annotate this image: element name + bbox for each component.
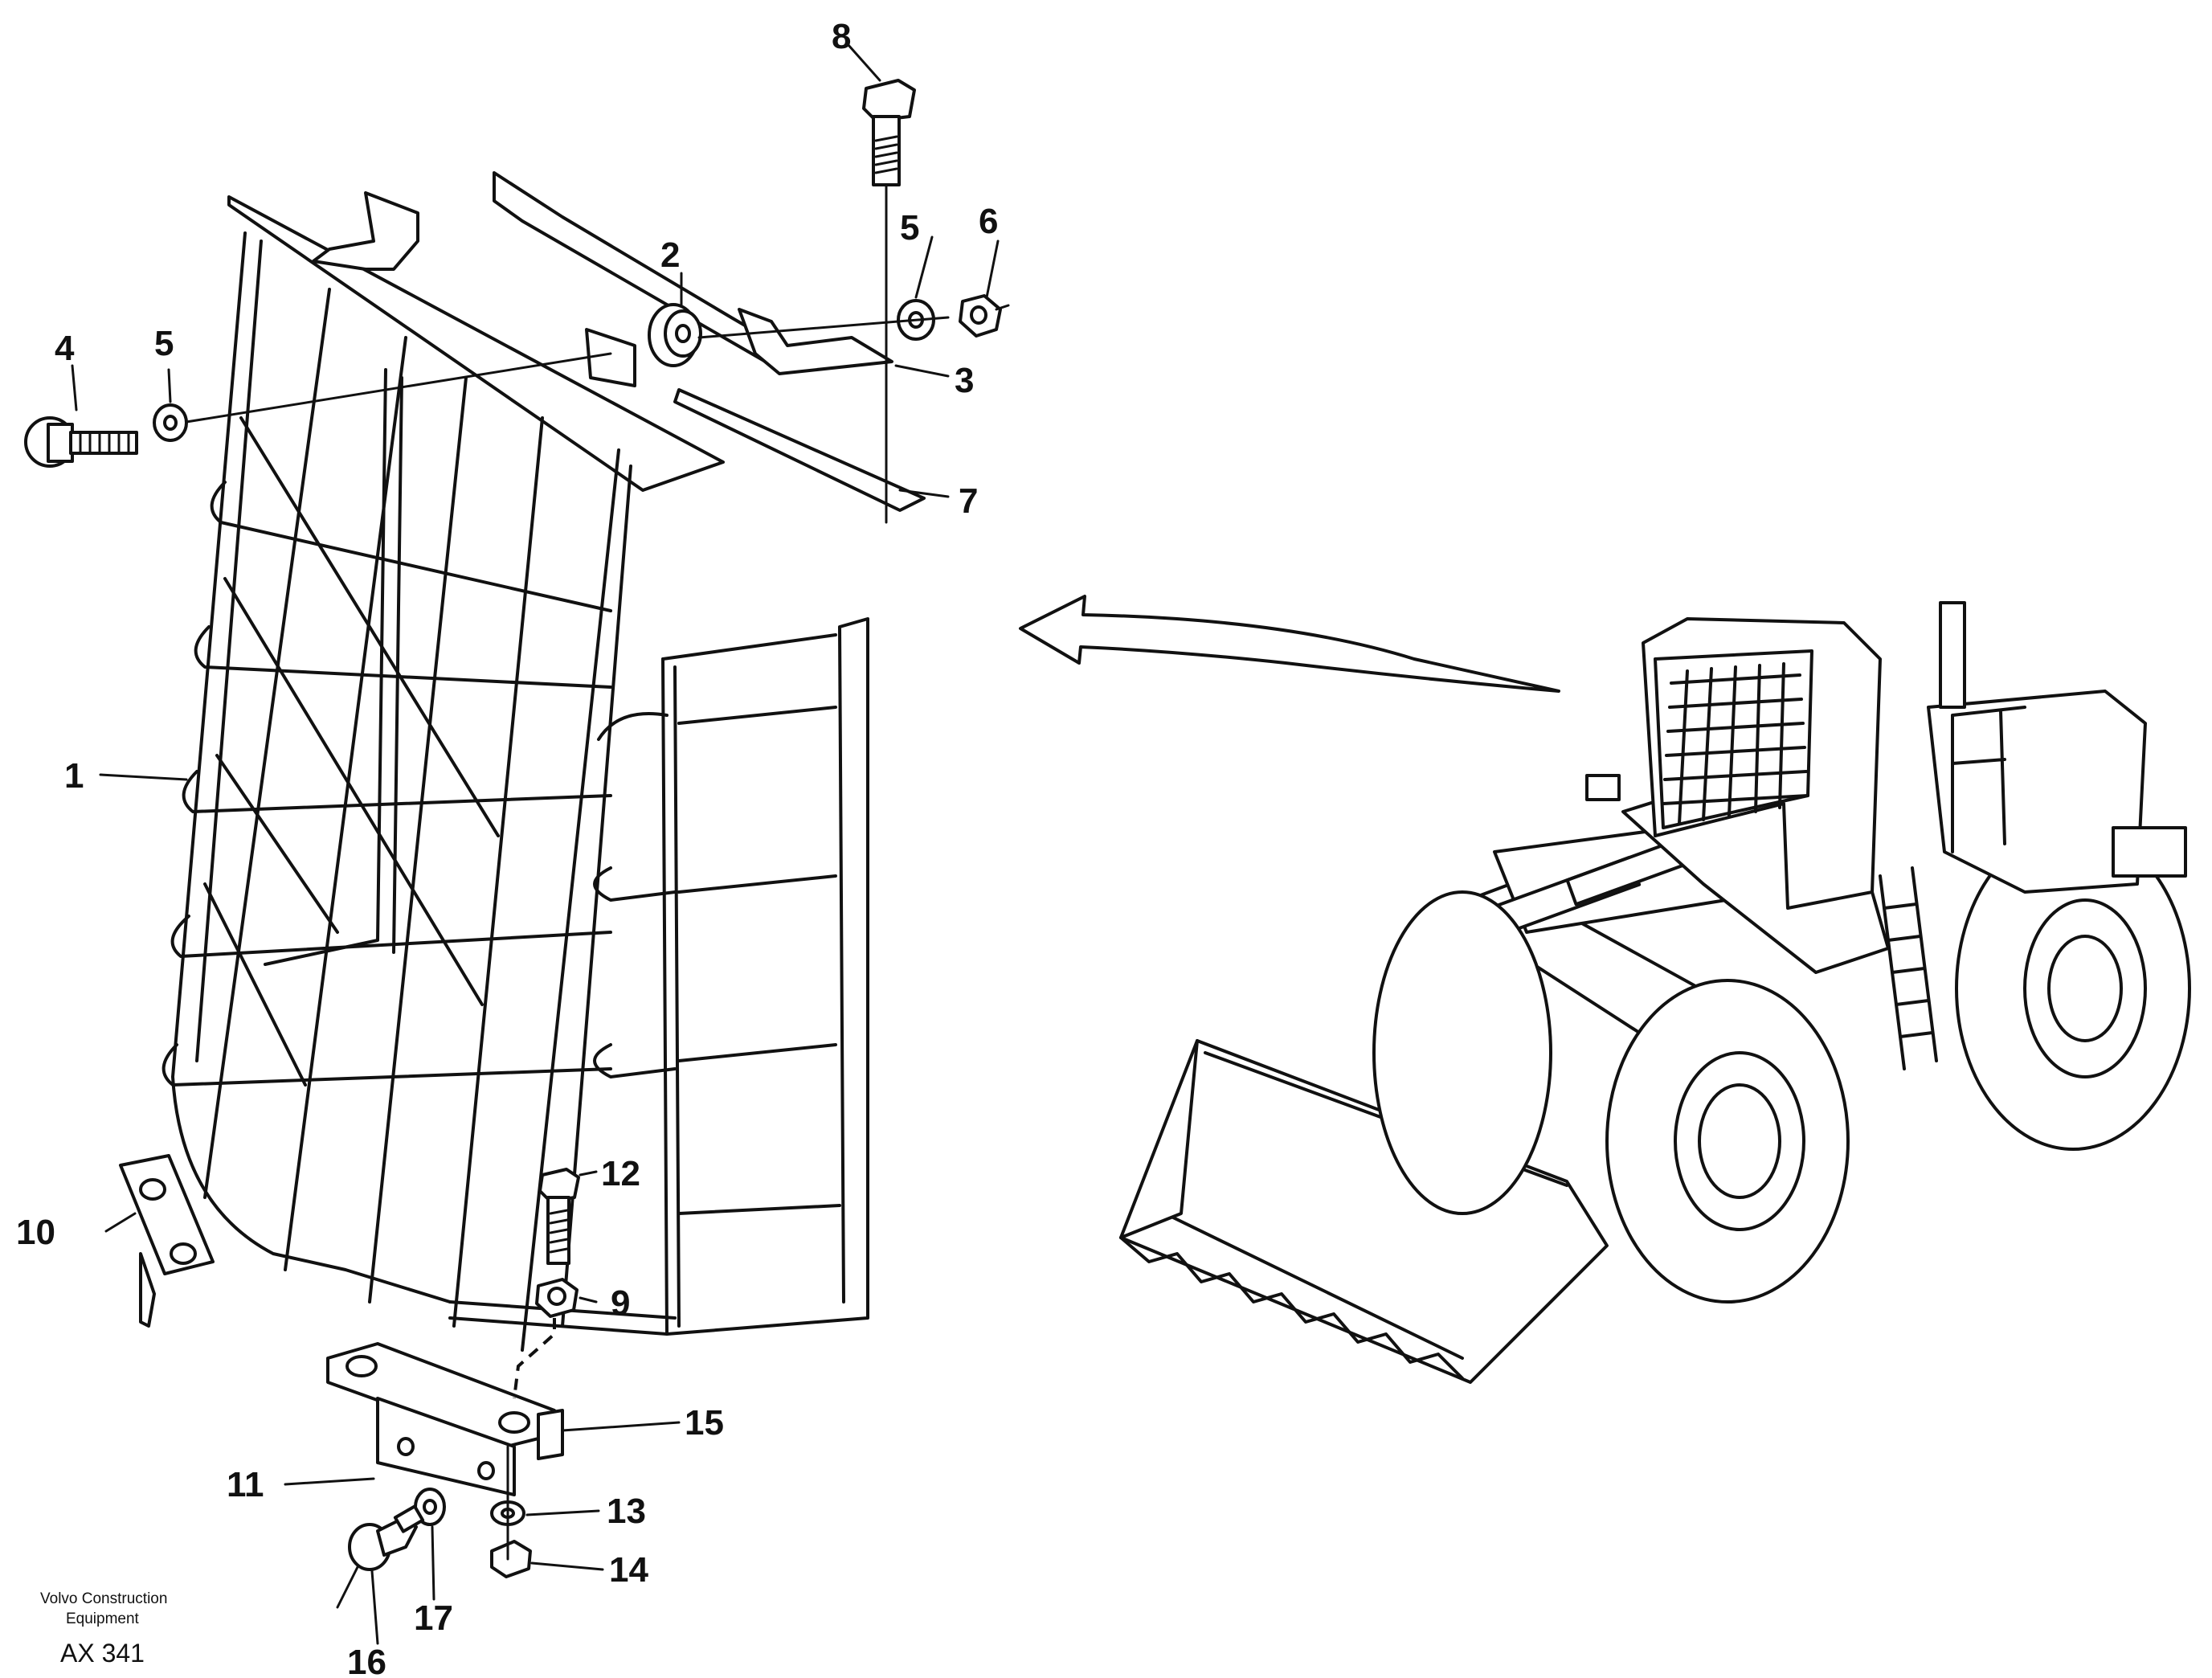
callout-5-left: 5	[154, 324, 174, 363]
leader-lines	[71, 43, 1000, 1645]
publisher-line-2: Equipment	[66, 1610, 140, 1627]
upper-brackets	[312, 171, 926, 512]
nut-9-icon	[535, 1278, 579, 1318]
direction-arrow-icon	[1019, 595, 1560, 693]
callout-5-right: 5	[900, 208, 919, 248]
callout-4: 4	[55, 329, 75, 368]
callout-8: 8	[832, 17, 851, 56]
assembly-lines	[185, 183, 1010, 1609]
callout-9: 9	[611, 1283, 630, 1323]
callout-14: 14	[609, 1550, 648, 1590]
bolt-12-icon	[538, 1168, 580, 1265]
fasteners	[24, 79, 1002, 1578]
callout-3: 3	[955, 361, 974, 400]
callout-10: 10	[16, 1213, 55, 1252]
bolt-4-icon	[24, 416, 138, 468]
bolt-8-icon	[862, 79, 916, 186]
callout-labels: 8 2 5 6 3 7 4 5 1 10 12 9 11 15 13 14 17…	[16, 17, 998, 1678]
bolt-16-icon	[348, 1504, 425, 1571]
callout-2: 2	[660, 235, 680, 275]
footer: Volvo Construction Equipment AX 341	[40, 1590, 167, 1668]
bracket-11-icon	[326, 1342, 564, 1496]
callout-11: 11	[227, 1465, 264, 1504]
protective-grille	[162, 195, 725, 1352]
callout-6: 6	[979, 202, 998, 241]
washer-5-left-icon	[153, 403, 188, 442]
bracket-10-icon	[119, 1154, 215, 1328]
wheel-loader-illustration	[1119, 601, 2191, 1384]
drawing-code: AX 341	[60, 1639, 145, 1668]
callout-1: 1	[64, 756, 84, 796]
rubber-bushing-2-icon	[648, 303, 702, 367]
callout-17: 17	[414, 1598, 453, 1638]
callout-12: 12	[601, 1154, 640, 1193]
nut-6-icon	[959, 294, 1002, 338]
nut-14-icon	[490, 1540, 532, 1578]
callout-7: 7	[959, 481, 978, 521]
callout-15: 15	[685, 1403, 724, 1443]
callout-13: 13	[607, 1492, 646, 1531]
callout-16: 16	[347, 1643, 386, 1678]
publisher-line-1: Volvo Construction	[40, 1590, 167, 1607]
